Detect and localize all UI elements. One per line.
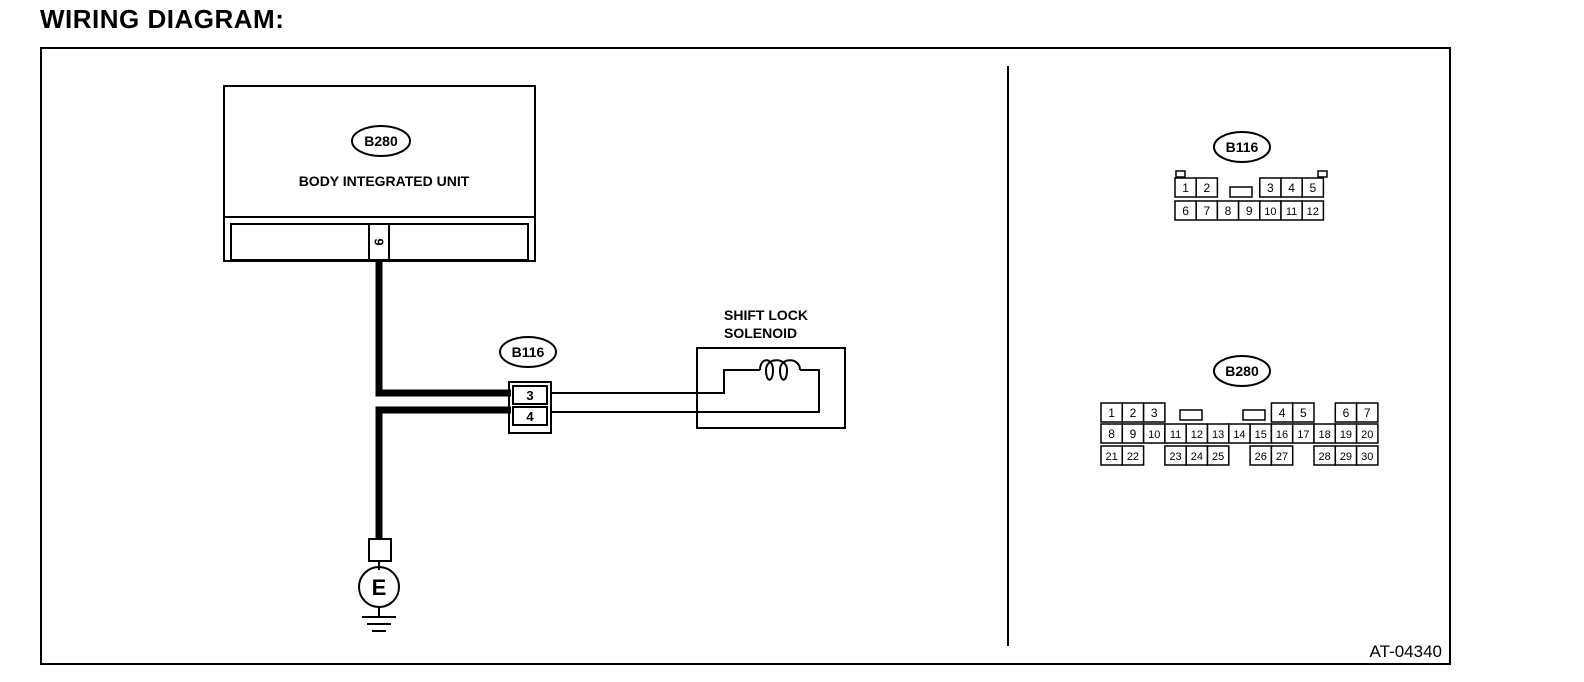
b116-connector: B116 3 4 [499,336,557,434]
body-unit-pin-number: 9 [372,238,387,245]
connector-pin-label: 14 [1233,429,1245,441]
connector-pin-cell [1142,402,1166,423]
b280-face-key-left [1179,409,1203,421]
connector-pin-cell [1301,200,1325,221]
connector-pin-label: 4 [1279,406,1286,420]
harness-wires [375,260,511,540]
connector-pin-label: 18 [1319,429,1331,441]
wire-b116-4-to-solenoid [551,369,820,413]
connector-pin-label: 9 [1246,204,1253,218]
wire-b116-3-to-solenoid [551,369,760,394]
connector-pin-label: 15 [1255,429,1267,441]
connector-pin-label: 12 [1191,429,1203,441]
connector-pin-label: 1 [1182,181,1189,195]
connector-pin-label: 26 [1255,451,1267,463]
solenoid-box [696,347,846,429]
b116-pin-4-cell [512,406,548,426]
connector-pin-label: 11 [1286,206,1297,218]
connector-pin-cell [1206,445,1230,466]
solenoid-coil-icon [759,359,801,381]
connector-pin-label: 19 [1340,429,1352,441]
connector-pin-label: 28 [1319,451,1331,463]
connector-pin-label: 6 [1182,204,1189,218]
connector-pin-label: 2 [1130,406,1137,420]
connector-pin-cell [1355,402,1379,423]
connector-pin-label: 10 [1264,206,1276,218]
connector-pin-label: 1 [1108,406,1115,420]
connector-pin-cell [1270,445,1294,466]
connector-pin-label: 16 [1276,429,1288,441]
b280-badge-label: B280 [364,133,398,149]
connector-pin-label: 21 [1106,451,1118,463]
ground-terminal [368,538,392,562]
body-integrated-unit: 9 B280 BODY INTEGRATED UNIT [223,85,536,262]
connector-pin-label: 11 [1170,429,1181,441]
b116-pin-3-cell [512,385,548,405]
connector-pin-label: 10 [1148,429,1160,441]
connector-pin-label: 6 [1343,406,1350,420]
connector-pin-cell [1195,177,1219,198]
b280-badge [351,125,411,157]
ground-label: E [372,575,387,600]
wire-b116-4-to-ground [375,406,511,540]
connector-pin-label: 27 [1276,451,1288,463]
connector-pin-cell [1121,445,1145,466]
connector-pin-label: 25 [1212,451,1224,463]
b116-face-badge [1213,131,1271,163]
connector-pin-label: 23 [1169,451,1181,463]
connector-pin-cell [1291,402,1315,423]
connector-pin-label: 9 [1130,427,1137,441]
connector-pin-label: 17 [1297,429,1309,441]
connector-pin-label: 2 [1203,181,1210,195]
b116-face-lock-right [1317,170,1328,178]
connector-pin-label: 22 [1127,451,1139,463]
b116-badge [499,336,557,368]
b280-face-badge-label: B280 [1225,363,1259,379]
diagram-frame [40,47,1451,665]
connector-pin-label: 8 [1225,204,1232,218]
connector-pin-label: 4 [1288,181,1295,195]
solenoid-label-line1: SHIFT LOCK [724,307,808,323]
connector-pin-label: 24 [1191,451,1203,463]
connector-pin-cell [1355,445,1379,466]
b116-face-lock-left [1175,170,1186,178]
ground-symbol: E [358,538,400,632]
connector-pin-label: 8 [1108,427,1115,441]
b280-face-key-right [1242,409,1266,421]
connector-pin-label: 7 [1203,204,1210,218]
solenoid-label-line2: SOLENOID [724,325,797,341]
connector-pin-label: 30 [1361,451,1373,463]
b280-face-badge [1213,355,1271,387]
connector-pin-label: 3 [1267,181,1274,195]
wire-pin9-to-b116-3 [375,260,511,397]
connector-pin-label: 5 [1300,406,1307,420]
shift-lock-solenoid: SHIFT LOCK SOLENOID [551,307,846,429]
connector-pin-label: 7 [1364,406,1371,420]
body-unit-name: BODY INTEGRATED UNIT [299,173,470,189]
connector-pin-cell [1355,423,1379,444]
connector-pin-label: 12 [1307,206,1319,218]
connector-pin-label: 13 [1212,429,1224,441]
connector-pin-label: 20 [1361,429,1373,441]
connector-pin-label: 3 [1151,406,1158,420]
b116-connector-outer [508,381,552,434]
connector-pin-cell [1301,177,1325,198]
b116-pin-4: 4 [526,409,534,424]
b116-badge-label: B116 [512,344,545,360]
page-title: WIRING DIAGRAM: [40,4,285,34]
figure-id: AT-04340 [1370,642,1442,661]
b116-pin-3: 3 [526,388,533,403]
connector-pin-label: 5 [1309,181,1316,195]
b116-face-badge-label: B116 [1226,139,1259,155]
connector-pin-label: 29 [1340,451,1352,463]
b116-face-key [1229,186,1253,198]
